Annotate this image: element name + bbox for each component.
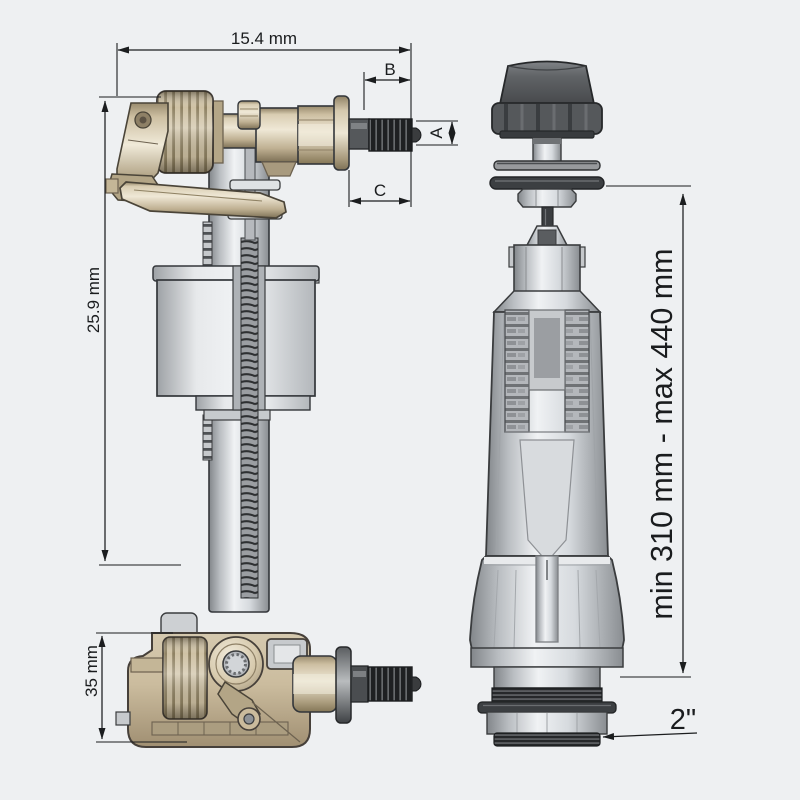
dim-top-view-height: 35 mm bbox=[82, 632, 187, 743]
threaded-shank bbox=[368, 118, 413, 152]
knurled-nut-top bbox=[162, 636, 208, 720]
ratchet-adjuster-left bbox=[504, 309, 530, 433]
friction-washer bbox=[493, 160, 601, 171]
tank-connection-shank-top bbox=[292, 646, 422, 724]
lever-pin bbox=[237, 707, 261, 731]
tank-connection-shank bbox=[297, 95, 422, 171]
body-bottom-detail bbox=[151, 721, 289, 736]
shank-tip bbox=[411, 127, 422, 143]
tank-seal-gasket bbox=[489, 176, 605, 190]
dim-outlet-thread: 2" bbox=[602, 704, 698, 741]
dim-label-install-height: min 310 mm - max 440 mm bbox=[645, 248, 679, 619]
dim-label-b: B bbox=[384, 60, 395, 79]
dim-overall-width: 15.4 mm bbox=[116, 29, 412, 207]
lever-pivot-boss bbox=[208, 636, 264, 692]
dim-a-thread-diameter: A bbox=[416, 120, 458, 146]
rod-clamp bbox=[237, 100, 261, 130]
dim-label-outlet-thread: 2" bbox=[670, 704, 696, 736]
dim-c-shank-length: C bbox=[348, 170, 411, 207]
flush-valve-exploded-view bbox=[469, 60, 625, 747]
dim-label-overall-height: 25.9 mm bbox=[84, 267, 103, 333]
dim-label-overall-width: 15.4 mm bbox=[231, 29, 297, 48]
dim-label-top-height: 35 mm bbox=[82, 645, 101, 697]
valve-bell-base bbox=[469, 555, 625, 668]
valve-tower bbox=[485, 225, 609, 557]
mount-bracket bbox=[116, 102, 169, 197]
tank-flange-washer bbox=[333, 95, 350, 171]
dim-label-c: C bbox=[374, 181, 386, 200]
dim-flush-install-height: min 310 mm - max 440 mm bbox=[606, 185, 691, 678]
float-lever-arm bbox=[105, 173, 287, 219]
dim-b-thread-length: B bbox=[363, 60, 411, 110]
ratchet-adjuster-right bbox=[564, 309, 590, 433]
lock-nut bbox=[517, 188, 577, 208]
knob-stem bbox=[532, 137, 562, 163]
outlet-thread-lower bbox=[493, 732, 601, 747]
dimension-annotations: 15.4 mm B A C 25.9 mm 35 bbox=[82, 29, 698, 743]
flush-adjustment-knob bbox=[491, 60, 603, 139]
fill-valve-top-view bbox=[115, 612, 422, 748]
dim-label-a: A bbox=[427, 127, 446, 139]
fill-valve-side-view bbox=[105, 90, 422, 613]
knurled-supply-nut bbox=[156, 90, 224, 174]
outlet-thread-upper bbox=[491, 687, 603, 704]
adjustment-screw-rod bbox=[240, 237, 259, 599]
dim-overall-height: 25.9 mm bbox=[84, 96, 181, 566]
center-overflow-tube bbox=[535, 555, 559, 643]
outlet-thread-assembly bbox=[477, 666, 617, 747]
